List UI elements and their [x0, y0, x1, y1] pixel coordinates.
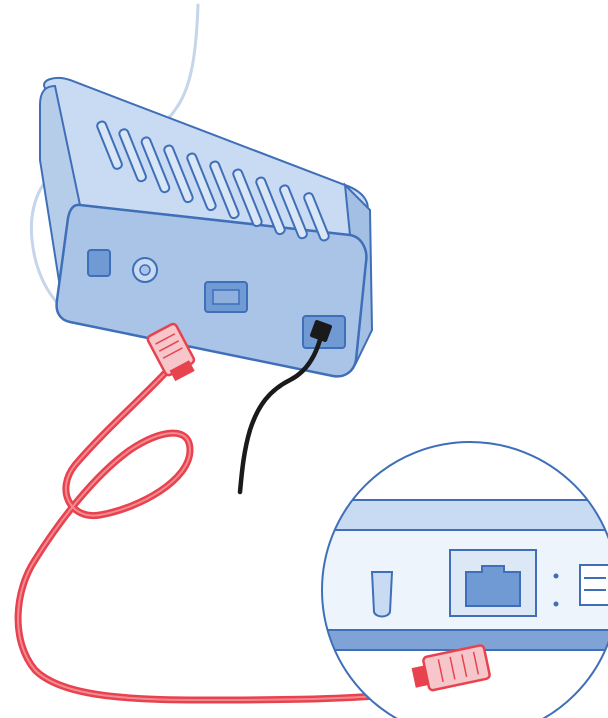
lan-port-icon: [204, 281, 248, 313]
magnifier-callout: [321, 441, 608, 718]
rj45-plug-callout: [411, 644, 491, 692]
power-jack-icon: [132, 257, 158, 283]
vent-slots: [96, 120, 330, 242]
phone-port-icon: [87, 249, 111, 277]
rj45-plug-top: [146, 322, 196, 382]
power-cable-icon: [237, 329, 325, 495]
modem-device: [38, 77, 374, 378]
